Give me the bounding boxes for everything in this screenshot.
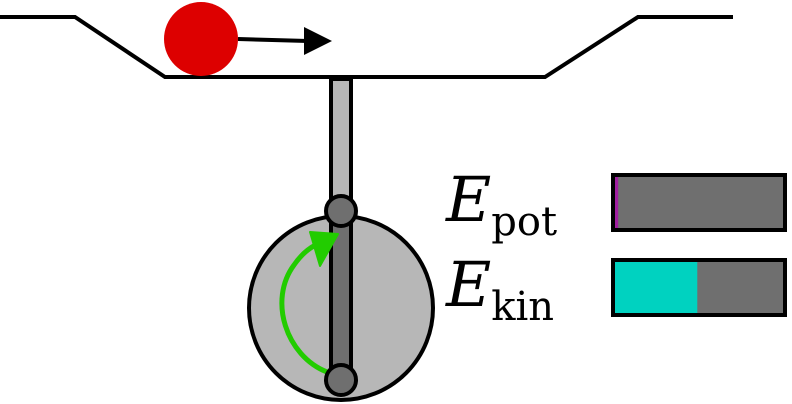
ball <box>164 2 238 76</box>
top-joint <box>324 194 358 228</box>
potential-energy-bar <box>611 173 787 232</box>
track <box>0 15 733 79</box>
arrow-right-icon <box>237 27 332 55</box>
curved-arrow-icon <box>279 231 339 375</box>
kinetic-energy-fill <box>613 260 698 315</box>
bottom-joint <box>324 363 358 397</box>
potential-energy-fill <box>613 175 619 230</box>
kinetic-energy-label: Ekin <box>446 248 555 330</box>
kinetic-energy-bar <box>611 258 787 317</box>
support-rod <box>329 77 353 212</box>
potential-energy-label: Epot <box>446 163 558 245</box>
